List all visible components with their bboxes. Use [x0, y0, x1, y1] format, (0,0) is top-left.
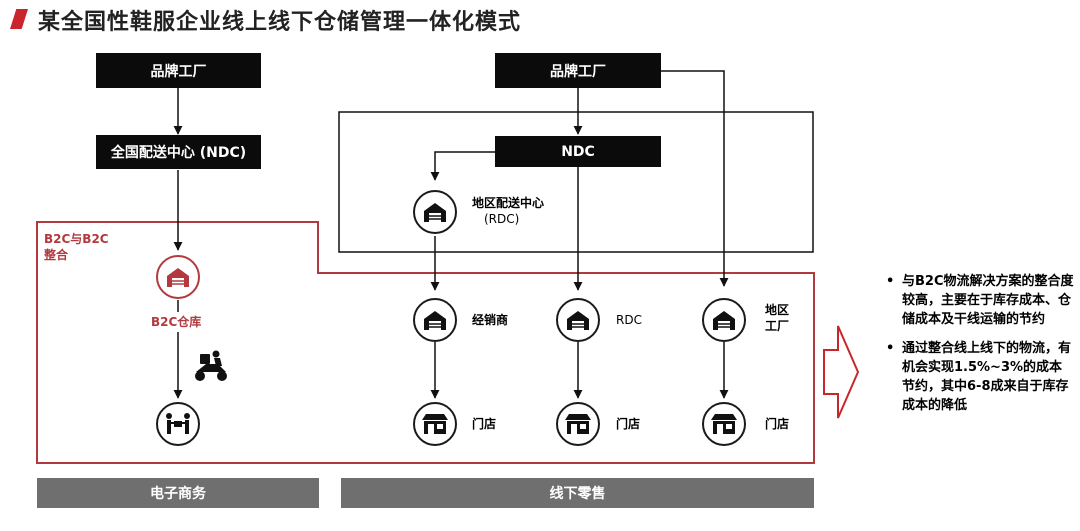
store-label-2: 门店 [616, 417, 641, 431]
delivery-scooter-icon [195, 350, 227, 381]
ndc-box: NDC [495, 136, 661, 167]
store-node-2 [556, 402, 600, 446]
ecommerce-footer-label: 电子商务 [150, 486, 206, 502]
ecommerce-footer-bar: 电子商务 [37, 478, 319, 508]
left-brand-factory-box: 品牌工厂 [96, 53, 261, 88]
storefront-icon [422, 414, 448, 434]
ndc-region [338, 111, 814, 253]
store-node-3 [702, 402, 746, 446]
warehouse-icon [167, 268, 189, 287]
rdc-node [556, 298, 600, 342]
store-label-1: 门店 [472, 417, 497, 431]
right-brand-factory-label: 品牌工厂 [550, 63, 606, 80]
warehouse-icon [713, 311, 735, 330]
regional-distribution-center-node [413, 190, 457, 234]
right-brand-factory-box: 品牌工厂 [495, 53, 661, 88]
offline-retail-footer-bar: 线下零售 [341, 478, 814, 508]
customer-handoff-node [156, 402, 200, 446]
benefit-bullet-1: 与B2C物流解决方案的整合度较高，主要在于库存成本、仓储成本及干线运输的节约 [884, 272, 1074, 329]
regional-factory-node [702, 298, 746, 342]
handover-icon [166, 413, 190, 434]
warehouse-icon [424, 311, 446, 330]
b2c-group-label-line1: B2C与B2C [44, 232, 109, 246]
left-brand-factory-label: 品牌工厂 [150, 63, 207, 80]
benefit-bullets: 与B2C物流解决方案的整合度较高，主要在于库存成本、仓储成本及干线运输的节约 通… [884, 272, 1074, 425]
national-distribution-center-box: 全国配送中心 (NDC) [96, 135, 261, 169]
result-arrow [823, 325, 860, 419]
page-title: 某全国性鞋服企业线上线下仓储管理一体化模式 [38, 10, 522, 35]
rdc-top-label-line1: 地区配送中心 [472, 196, 545, 210]
b2c-group-label-line2: 整合 [44, 248, 69, 262]
national-distribution-center-label: 全国配送中心 (NDC) [110, 145, 247, 161]
distributor-label: 经销商 [472, 313, 509, 327]
store-label-3: 门店 [765, 417, 790, 431]
distributor-node [413, 298, 457, 342]
regional-factory-label-line1: 地区 [765, 303, 790, 317]
b2c-warehouse-label: B2C仓库 [151, 315, 202, 329]
ndc-label: NDC [561, 143, 595, 160]
offline-retail-footer-label: 线下零售 [549, 486, 606, 502]
storefront-icon [565, 414, 591, 434]
storefront-icon [711, 414, 737, 434]
store-node-1 [413, 402, 457, 446]
warehouse-icon [424, 203, 446, 222]
rdc-label: RDC [616, 313, 642, 327]
benefit-bullet-2: 通过整合线上线下的物流，有机会实现1.5%~3%的成本节约，其中6-8成来自于库… [884, 339, 1074, 415]
warehouse-icon [567, 311, 589, 330]
b2c-integration-region [36, 221, 815, 464]
regional-factory-label-line2: 工厂 [765, 319, 790, 333]
rdc-top-label-line2: (RDC) [484, 212, 520, 226]
b2c-warehouse-node [156, 255, 200, 299]
